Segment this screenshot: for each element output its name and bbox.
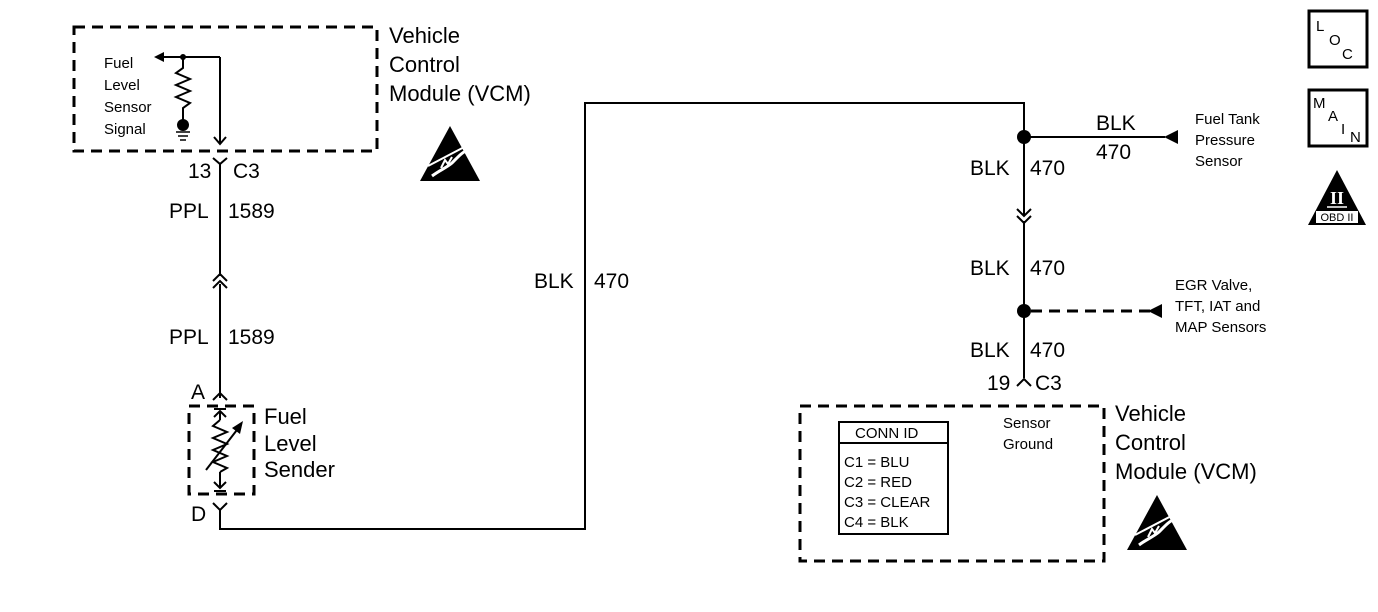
fuel-tank-wire-circuit: 470 [1096,141,1131,164]
sender-pin-bottom: D [191,503,206,526]
vcm-bottom-title-line3: Module (VCM) [1115,459,1257,484]
loc-letter: O [1329,32,1341,49]
egr-label-line3: MAP Sensors [1175,319,1266,336]
blk-right-circuit-2: 470 [1030,257,1065,280]
conn-id-row: C4 = BLK [844,514,909,531]
sensor-ground-line2: Ground [1003,436,1053,453]
blk-left-circuit: 470 [594,270,629,293]
vcm-bottom-title-line2: Control [1115,430,1186,455]
fuel-tank-branch: BLK 470 Fuel Tank Pressure Sensor [1024,111,1260,170]
conn-id-row: C3 = CLEAR [844,494,930,511]
connector-c3-pin19-icon [1016,377,1032,387]
loc-letter: L [1316,18,1324,35]
fuel-level-sender: A Fuel Level Sender D [187,381,335,526]
blk-right-circuit-3: 470 [1030,339,1065,362]
blk-right-color-1: BLK [970,157,1010,180]
main-letter: N [1350,129,1361,146]
vcm-top-title-line2: Control [389,52,460,77]
vcm-bottom-box [798,404,1106,563]
vcm-bottom-pin: 19 [987,372,1010,395]
splice-middle [1017,304,1031,318]
fuel-signal-line2: Level [104,77,140,94]
main-letter: M [1313,95,1326,112]
vcm-top-connector: C3 [233,160,260,183]
fuel-signal-line1: Fuel [104,55,133,72]
esd-warning-icon [420,126,480,181]
sender-title-line3: Sender [264,457,335,482]
wire-blk-470-return: BLK 470 [219,102,1025,530]
vcm-top-title-line1: Vehicle [389,23,460,48]
fuel-tank-label-line3: Sensor [1195,153,1243,170]
fuel-signal-line3: Sensor [104,99,152,116]
wire-ppl-1589: PPL 1589 PPL 1589 [169,164,275,398]
pin-d-connector-icon [212,502,228,512]
conn-id-table: CONN ID C1 = BLU C2 = RED C3 = CLEAR C4 … [838,421,949,535]
main-letter: I [1341,121,1345,138]
vcm-top-module: Vehicle Control Module (VCM) Fuel Level … [72,23,531,183]
ppl-circuit-upper: 1589 [228,200,275,223]
obd-label: OBD II [1320,212,1353,224]
pin-a-connector-icon [212,391,228,401]
vcm-bottom-module: 19 C3 Sensor Ground Vehicle Control Modu… [798,372,1257,563]
main-icon: M A I N [1307,88,1369,148]
fuel-tank-label-line2: Pressure [1195,132,1255,149]
connector-c3-pin13-icon [212,157,228,166]
vcm-top-pin: 13 [188,160,211,183]
blk-left-color: BLK [534,270,574,293]
ppl-color-upper: PPL [169,200,209,223]
loc-icon: L O C [1307,9,1369,69]
fuel-tank-label-line1: Fuel Tank [1195,111,1260,128]
sender-box [187,404,256,496]
ppl-circuit-lower: 1589 [228,326,275,349]
sender-title-line1: Fuel [264,404,307,429]
conn-id-row: C2 = RED [844,474,912,491]
conn-id-row: C1 = BLU [844,454,909,471]
obd-ii-icon: II OBD II [1308,170,1366,225]
vcm-top-title-line3: Module (VCM) [389,81,531,106]
main-letter: A [1328,108,1338,125]
esd-warning-icon [1127,495,1187,550]
blk-right-circuit-1: 470 [1030,157,1065,180]
egr-arrow-icon [1148,304,1162,318]
fuel-tank-arrow-icon [1164,130,1178,144]
sensor-ground-line1: Sensor [1003,415,1051,432]
egr-label-line2: TFT, IAT and [1175,298,1260,315]
inline-connector-icon [212,272,228,289]
conn-id-title: CONN ID [855,425,919,442]
vcm-bottom-title-line1: Vehicle [1115,401,1186,426]
variable-resistor-icon [205,408,243,492]
egr-label-line1: EGR Valve, [1175,277,1252,294]
vcm-bottom-connector: C3 [1035,372,1062,395]
vcm-top-box [72,25,379,153]
fuel-tank-wire-color: BLK [1096,112,1136,135]
blk-right-color-2: BLK [970,257,1010,280]
ppl-color-lower: PPL [169,326,209,349]
sender-title-line2: Level [264,431,317,456]
egr-branch: EGR Valve, TFT, IAT and MAP Sensors [1031,277,1266,336]
fuel-signal-line4: Signal [104,121,146,138]
pull-up-resistor-icon [154,52,227,146]
obd-mark: II [1330,188,1344,208]
loc-letter: C [1342,46,1353,63]
blk-right-color-3: BLK [970,339,1010,362]
splice-chain: BLK 470 BLK 470 BLK 470 [970,130,1065,387]
sender-pin-top: A [191,381,205,404]
